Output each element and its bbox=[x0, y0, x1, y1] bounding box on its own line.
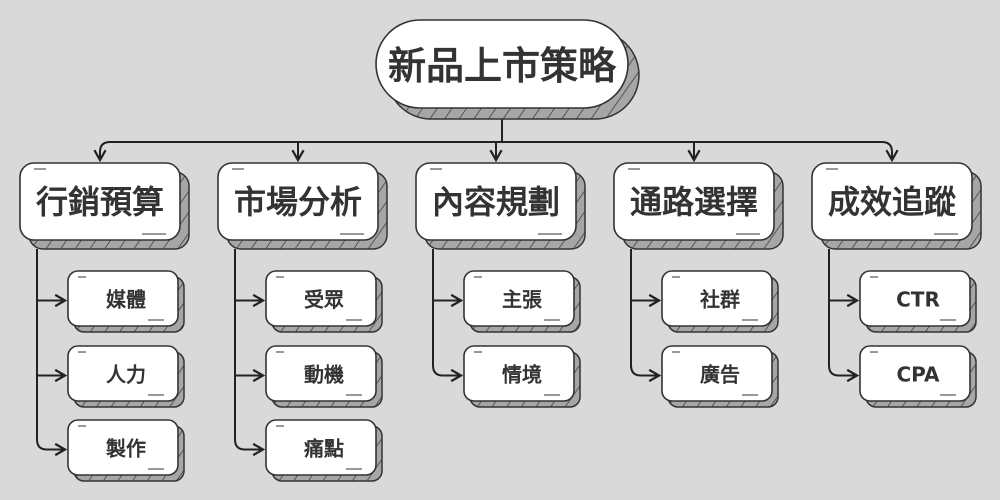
branch-node-label: 內容規劃 bbox=[432, 183, 560, 221]
child-node[interactable]: 社群 bbox=[661, 270, 779, 333]
child-node-face bbox=[265, 345, 377, 402]
child-trunk-connector bbox=[432, 249, 464, 383]
child-node-face bbox=[265, 270, 377, 327]
child-trunk-connector bbox=[234, 249, 266, 457]
branch-node[interactable]: 成效追蹤 bbox=[811, 162, 982, 250]
root-node-face bbox=[375, 19, 629, 109]
branch-node-face bbox=[811, 162, 973, 241]
branch-node-face bbox=[613, 162, 775, 241]
child-node-face bbox=[67, 419, 179, 476]
child-node-face bbox=[859, 345, 971, 402]
child-node[interactable]: 主張 bbox=[463, 270, 581, 333]
child-node-label: 製作 bbox=[106, 437, 146, 461]
child-node-face bbox=[67, 270, 179, 327]
child-trunk-connector bbox=[828, 249, 860, 383]
child-node-label: 媒體 bbox=[106, 288, 146, 312]
child-node-face bbox=[859, 270, 971, 327]
branch-node-label: 市場分析 bbox=[234, 183, 362, 221]
child-node[interactable]: 製作 bbox=[67, 419, 185, 482]
child-node-label: 廣告 bbox=[700, 363, 740, 387]
child-node-label: 痛點 bbox=[304, 437, 344, 461]
child-node[interactable]: 動機 bbox=[265, 345, 383, 408]
root-node[interactable]: 新品上市策略 bbox=[375, 19, 640, 120]
child-node[interactable]: 受眾 bbox=[265, 270, 383, 333]
branch-node[interactable]: 通路選擇 bbox=[613, 162, 784, 250]
child-node-face bbox=[463, 270, 575, 327]
branch-node-label: 通路選擇 bbox=[630, 183, 758, 221]
child-node-label: 主張 bbox=[502, 288, 543, 312]
connectors bbox=[36, 119, 899, 457]
child-trunk-connector bbox=[36, 249, 68, 457]
child-node[interactable]: 痛點 bbox=[265, 419, 383, 482]
child-node-label: 情境 bbox=[502, 363, 542, 387]
child-node-label: 社群 bbox=[699, 288, 740, 312]
branch-node[interactable]: 市場分析 bbox=[217, 162, 388, 250]
child-node-label: 受眾 bbox=[304, 288, 344, 312]
child-node-face bbox=[67, 345, 179, 402]
branch-node-label: 成效追蹤 bbox=[828, 183, 956, 221]
child-node[interactable]: 廣告 bbox=[661, 345, 779, 408]
branch-node-face bbox=[415, 162, 577, 241]
child-node[interactable]: CPA bbox=[859, 345, 977, 408]
child-node-face bbox=[463, 345, 575, 402]
child-node-label: CPA bbox=[897, 363, 941, 387]
branch-node[interactable]: 行銷預算 bbox=[19, 162, 190, 250]
child-node-label: CTR bbox=[896, 288, 940, 312]
child-node[interactable]: CTR bbox=[859, 270, 977, 333]
child-node-face bbox=[265, 419, 377, 476]
child-trunk-connector bbox=[630, 249, 662, 383]
branch-node-face bbox=[217, 162, 379, 241]
branch-node-label: 行銷預算 bbox=[36, 183, 164, 221]
child-node[interactable]: 媒體 bbox=[67, 270, 185, 333]
child-node[interactable]: 情境 bbox=[463, 345, 581, 408]
child-node-face bbox=[661, 345, 773, 402]
child-node[interactable]: 人力 bbox=[67, 345, 185, 408]
root-node-label: 新品上市策略 bbox=[388, 44, 617, 88]
child-node-label: 動機 bbox=[304, 363, 344, 387]
child-node-label: 人力 bbox=[106, 363, 146, 387]
branch-node-face bbox=[19, 162, 181, 241]
child-node-face bbox=[661, 270, 773, 327]
branch-node[interactable]: 內容規劃 bbox=[415, 162, 586, 250]
